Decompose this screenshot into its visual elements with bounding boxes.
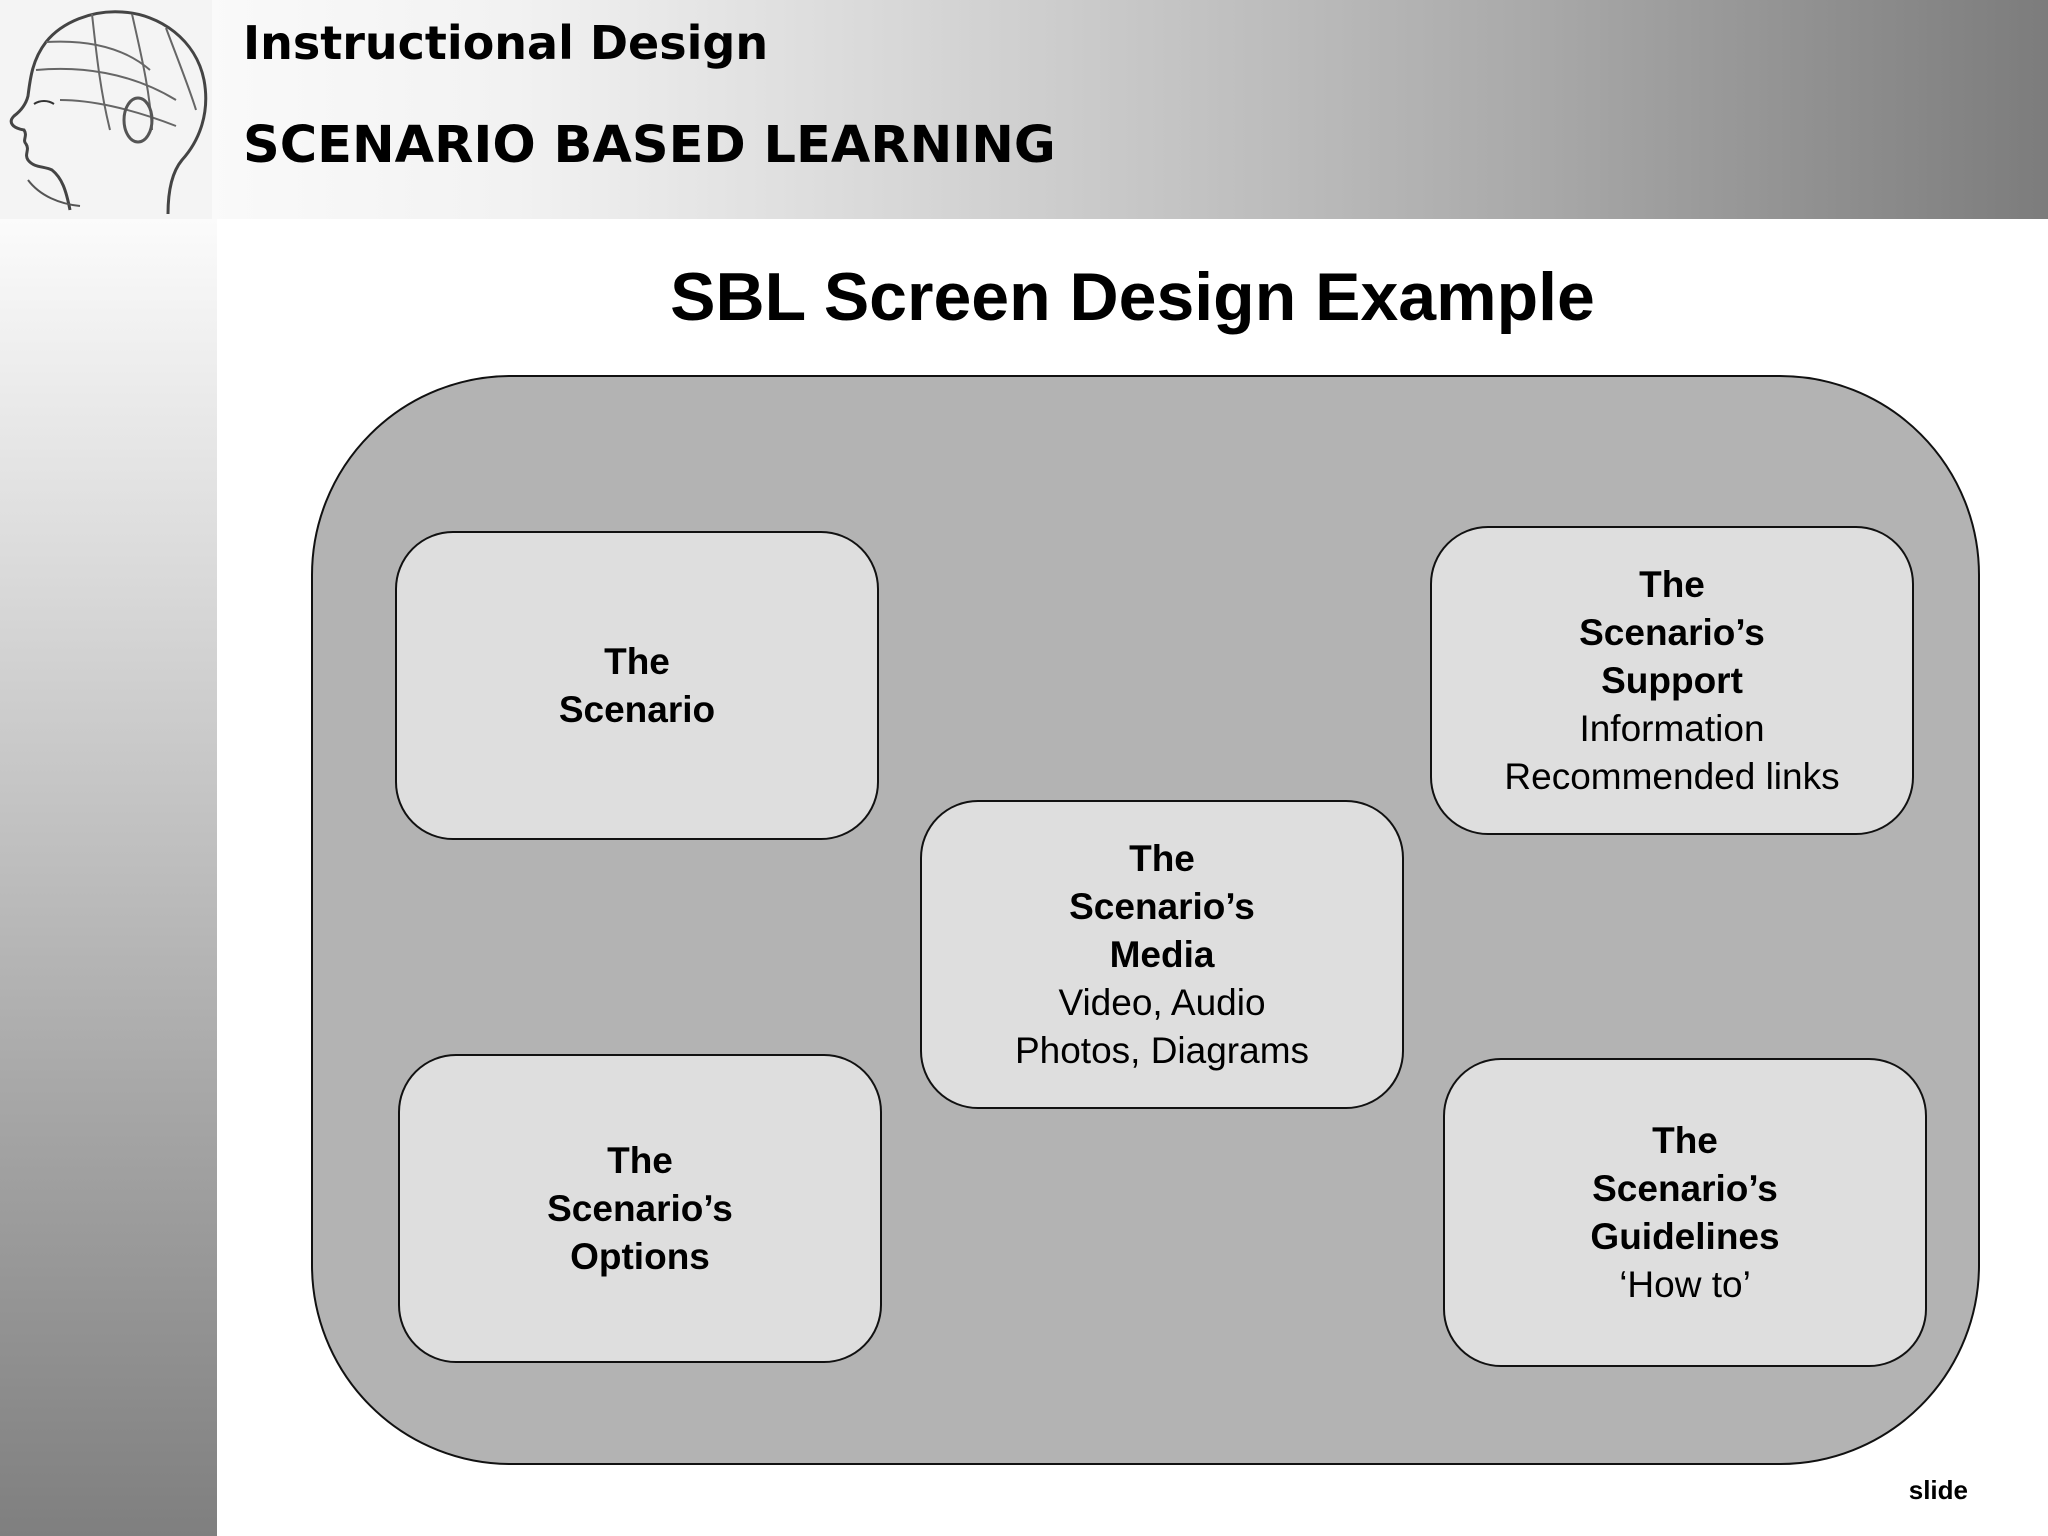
media-panel-detail1: Video, Audio: [1058, 981, 1266, 1023]
support-panel: The Scenario’s Support Information Recom…: [1430, 526, 1914, 835]
guidelines-panel-detail1: ‘How to’: [1619, 1263, 1751, 1305]
media-panel-line2: Scenario’s: [1069, 885, 1255, 927]
slide-title: SBL Screen Design Example: [670, 259, 1595, 335]
header-band: [0, 0, 2048, 219]
support-panel-detail2: Recommended links: [1504, 755, 1840, 797]
support-panel-line1: The: [1639, 563, 1705, 605]
slide-footer-label: slide: [1908, 1475, 1968, 1505]
support-panel-line2: Scenario’s: [1579, 611, 1765, 653]
left-gradient-strip: [0, 219, 217, 1536]
media-panel-line3: Media: [1109, 933, 1215, 975]
options-panel-line1: The: [607, 1139, 673, 1181]
media-panel-line1: The: [1129, 837, 1195, 879]
guidelines-panel: The Scenario’s Guidelines ‘How to’: [1443, 1058, 1927, 1367]
options-panel-line2: Scenario’s: [547, 1187, 733, 1229]
scenario-panel-line2: Scenario: [558, 688, 716, 730]
options-panel: The Scenario’s Options: [398, 1054, 882, 1363]
guidelines-panel-line3: Guidelines: [1590, 1215, 1780, 1257]
scenario-panel-line1: The: [604, 640, 670, 682]
header-subtitle: SCENARIO BASED LEARNING: [243, 116, 1056, 175]
options-panel-line3: Options: [570, 1235, 710, 1277]
guidelines-panel-line2: Scenario’s: [1592, 1167, 1778, 1209]
media-panel: The Scenario’s Media Video, Audio Photos…: [920, 800, 1404, 1109]
media-panel-detail2: Photos, Diagrams: [1014, 1029, 1310, 1071]
support-panel-detail1: Information: [1579, 707, 1765, 749]
support-panel-line3: Support: [1601, 659, 1743, 701]
guidelines-panel-line1: The: [1652, 1119, 1718, 1161]
phrenology-head-icon: [0, 0, 212, 219]
header-title: Instructional Design: [243, 16, 769, 70]
scenario-panel: The Scenario: [395, 531, 879, 840]
